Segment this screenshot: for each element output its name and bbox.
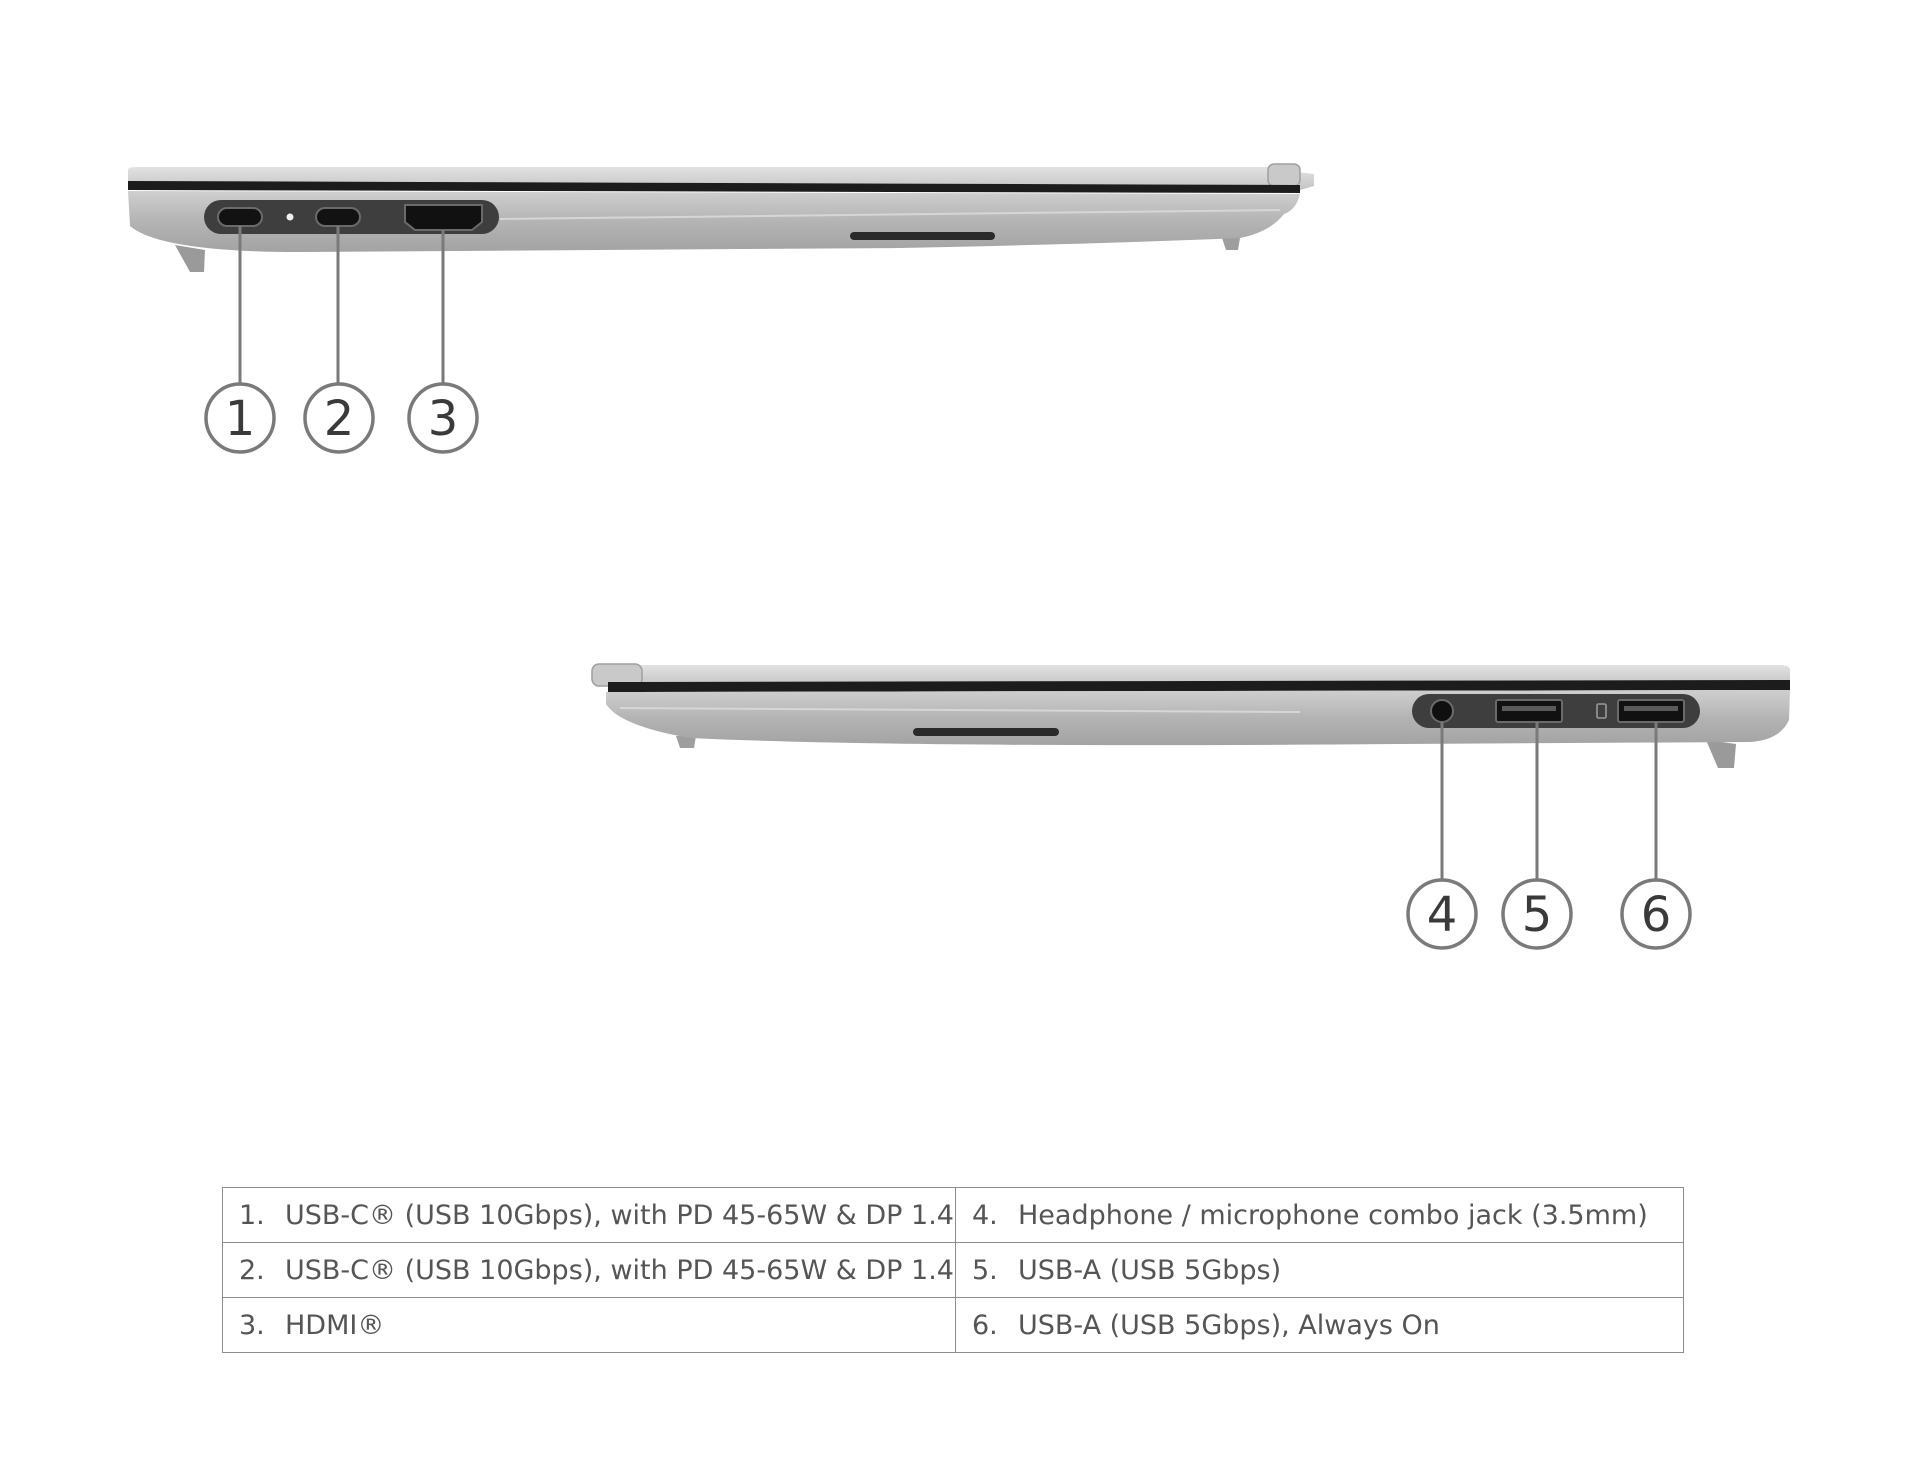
port-description: USB-A (USB 5Gbps), Always On [1018, 1309, 1440, 1341]
svg-text:2: 2 [324, 391, 355, 447]
usb-c-port-1 [217, 207, 263, 227]
display-bezel [128, 181, 1300, 193]
laptop-right-side-view: 4 5 6 [591, 663, 1790, 950]
callout-4: 4 [1406, 878, 1478, 950]
port-number: 4. [972, 1199, 998, 1231]
hdmi-port [404, 204, 483, 231]
callout-2: 2 [303, 382, 375, 454]
speaker-grille [850, 232, 995, 240]
port-number: 6. [972, 1309, 998, 1341]
callout-3: 3 [407, 382, 479, 454]
port-number: 5. [972, 1254, 998, 1286]
base-highlight [499, 209, 1281, 220]
port-number: 1. [239, 1199, 265, 1231]
hinge-cap [1267, 163, 1301, 187]
svg-text:3: 3 [428, 391, 459, 447]
display-bezel [608, 680, 1790, 692]
svg-text:4: 4 [1427, 887, 1458, 943]
svg-text:1: 1 [225, 391, 256, 447]
speaker-grille [913, 728, 1059, 736]
callout-1: 1 [204, 382, 276, 454]
front-foot [1222, 238, 1240, 250]
port-description: USB-A (USB 5Gbps) [1018, 1254, 1282, 1286]
rear-foot [175, 245, 205, 272]
port-legend-cell-3: 3. HDMI® [222, 1297, 956, 1353]
port-description: Headphone / microphone combo jack (3.5mm… [1018, 1199, 1648, 1231]
callout-5: 5 [1501, 878, 1573, 950]
laptop-left-side-view: 1 2 3 [128, 163, 1314, 454]
battery-icon [1596, 703, 1607, 719]
table-row: 1. USB-C® (USB 10Gbps), with PD 45-65W & … [222, 1187, 1684, 1243]
port-description: USB-C® (USB 10Gbps), with PD 45-65W & DP… [285, 1199, 954, 1231]
callout-6: 6 [1620, 878, 1692, 950]
base-highlight [619, 707, 1301, 713]
front-foot [676, 736, 696, 748]
status-led [286, 213, 294, 221]
port-legend-cell-6: 6. USB-A (USB 5Gbps), Always On [955, 1297, 1684, 1353]
port-legend-cell-4: 4. Headphone / microphone combo jack (3.5… [955, 1187, 1684, 1243]
port-legend-cell-5: 5. USB-A (USB 5Gbps) [955, 1242, 1684, 1298]
table-row: 2. USB-C® (USB 10Gbps), with PD 45-65W & … [222, 1242, 1684, 1298]
port-description: USB-C® (USB 10Gbps), with PD 45-65W & DP… [285, 1254, 954, 1286]
port-description: HDMI® [285, 1309, 385, 1341]
rear-foot [1706, 740, 1736, 768]
port-legend-cell-1: 1. USB-C® (USB 10Gbps), with PD 45-65W & … [222, 1187, 956, 1243]
port-legend-cell-2: 2. USB-C® (USB 10Gbps), with PD 45-65W & … [222, 1242, 956, 1298]
usb-c-port-2 [315, 207, 361, 227]
svg-text:5: 5 [1522, 887, 1553, 943]
svg-text:6: 6 [1641, 887, 1672, 943]
ports-legend-table: 1. USB-C® (USB 10Gbps), with PD 45-65W & … [222, 1187, 1684, 1353]
port-number: 2. [239, 1254, 265, 1286]
table-row: 3. HDMI® 6. USB-A (USB 5Gbps), Always On [222, 1297, 1684, 1353]
audio-jack-port [1430, 699, 1454, 723]
port-number: 3. [239, 1309, 265, 1341]
